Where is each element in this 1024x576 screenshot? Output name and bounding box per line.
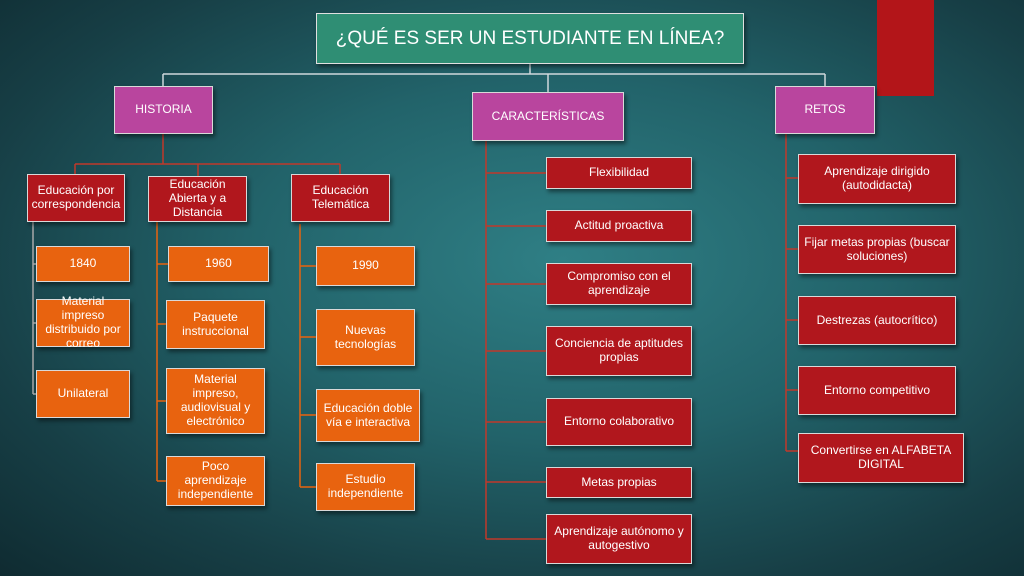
historia-item: Material impreso distribuido por correo — [36, 295, 130, 350]
historia-item: Educación doble vía e interactiva — [316, 389, 420, 442]
category-caracteristicas: CARACTERÍSTICAS — [472, 92, 624, 141]
historia-header-abierta: Educación Abierta y a Distancia — [148, 176, 247, 222]
historia-header-correspondencia: Educación por correspondencia — [27, 174, 125, 222]
accent-bar — [877, 0, 934, 96]
historia-item: Poco aprendizaje independiente — [166, 456, 265, 506]
category-retos: RETOS — [775, 86, 875, 134]
historia-item: Unilateral — [36, 370, 130, 418]
historia-header-telematica: Educación Telemática — [291, 174, 390, 222]
caracteristica-item: Conciencia de aptitudes propias — [546, 326, 692, 376]
reto-item: Convertirse en ALFABETA DIGITAL — [798, 433, 964, 483]
reto-item: Destrezas (autocrítico) — [798, 296, 956, 345]
page-title: ¿QUÉ ES SER UN ESTUDIANTE EN LÍNEA? — [316, 13, 744, 64]
category-historia: HISTORIA — [114, 86, 213, 134]
reto-item: Aprendizaje dirigido (autodidacta) — [798, 154, 956, 204]
reto-item: Entorno competitivo — [798, 366, 956, 415]
caracteristica-item: Flexibilidad — [546, 157, 692, 189]
caracteristica-item: Metas propias — [546, 467, 692, 498]
historia-item: Paquete instruccional — [166, 300, 265, 349]
caracteristica-item: Compromiso con el aprendizaje — [546, 263, 692, 305]
historia-item: 1960 — [168, 246, 269, 282]
historia-item: 1990 — [316, 246, 415, 286]
caracteristica-item: Aprendizaje autónomo y autogestivo — [546, 514, 692, 564]
historia-item: 1840 — [36, 246, 130, 282]
caracteristica-item: Entorno colaborativo — [546, 398, 692, 446]
caracteristica-item: Actitud proactiva — [546, 210, 692, 242]
reto-item: Fijar metas propias (buscar soluciones) — [798, 225, 956, 274]
historia-item: Estudio independiente — [316, 463, 415, 511]
historia-item: Nuevas tecnologías — [316, 309, 415, 366]
historia-item: Material impreso, audiovisual y electrón… — [166, 368, 265, 434]
